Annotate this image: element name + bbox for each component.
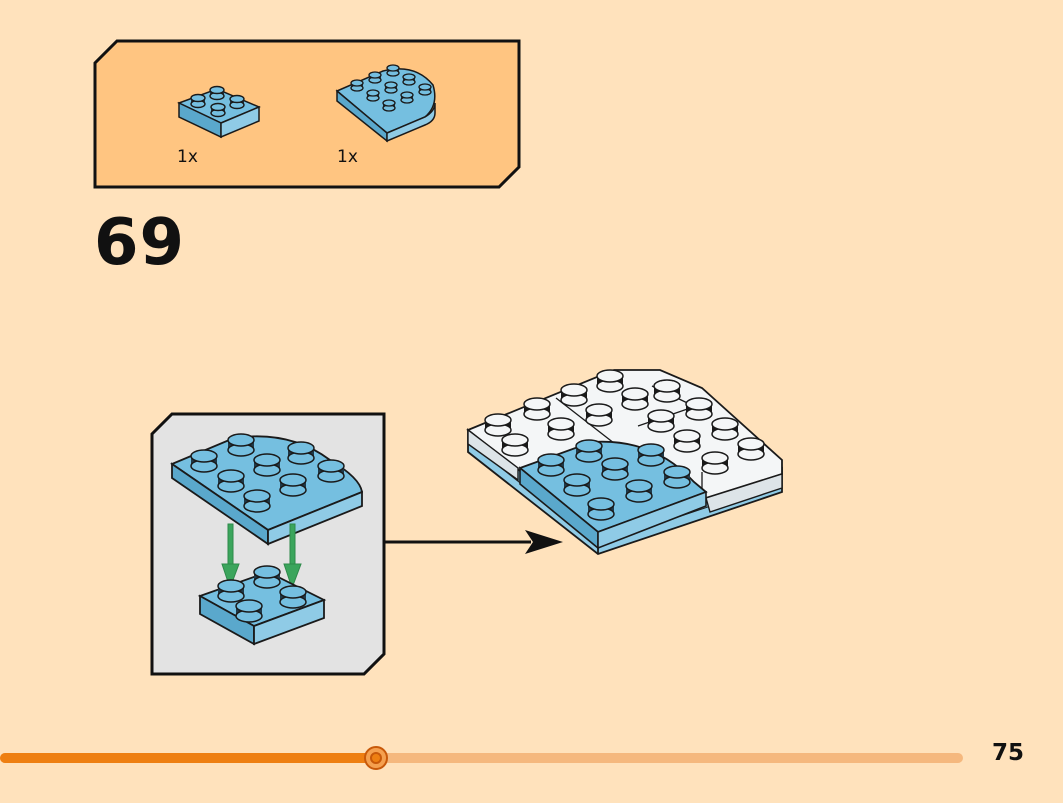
sub-assembly-panel <box>150 412 386 676</box>
parts-list-callout: 1x 1x <box>93 39 521 189</box>
part-quantity: 1x <box>337 147 358 167</box>
pointer-arrow <box>385 530 563 554</box>
plate-2x2 <box>197 565 327 646</box>
progress-bar <box>0 745 965 771</box>
assembly-arrows <box>221 523 302 590</box>
step-number: 69 <box>94 206 186 280</box>
assembled-model <box>466 369 783 556</box>
progress-knob-icon[interactable] <box>364 746 388 770</box>
progress-track <box>0 753 963 763</box>
plate-round-corner-icon <box>335 64 436 143</box>
new-blue-plate <box>518 439 708 550</box>
parts-list-frame <box>93 39 521 189</box>
part-quantity: 1x <box>177 147 198 167</box>
plate-2x2-icon <box>177 85 261 139</box>
round-corner-plate <box>170 433 363 546</box>
page-number: 75 <box>992 740 1025 766</box>
progress-fill <box>0 753 376 763</box>
